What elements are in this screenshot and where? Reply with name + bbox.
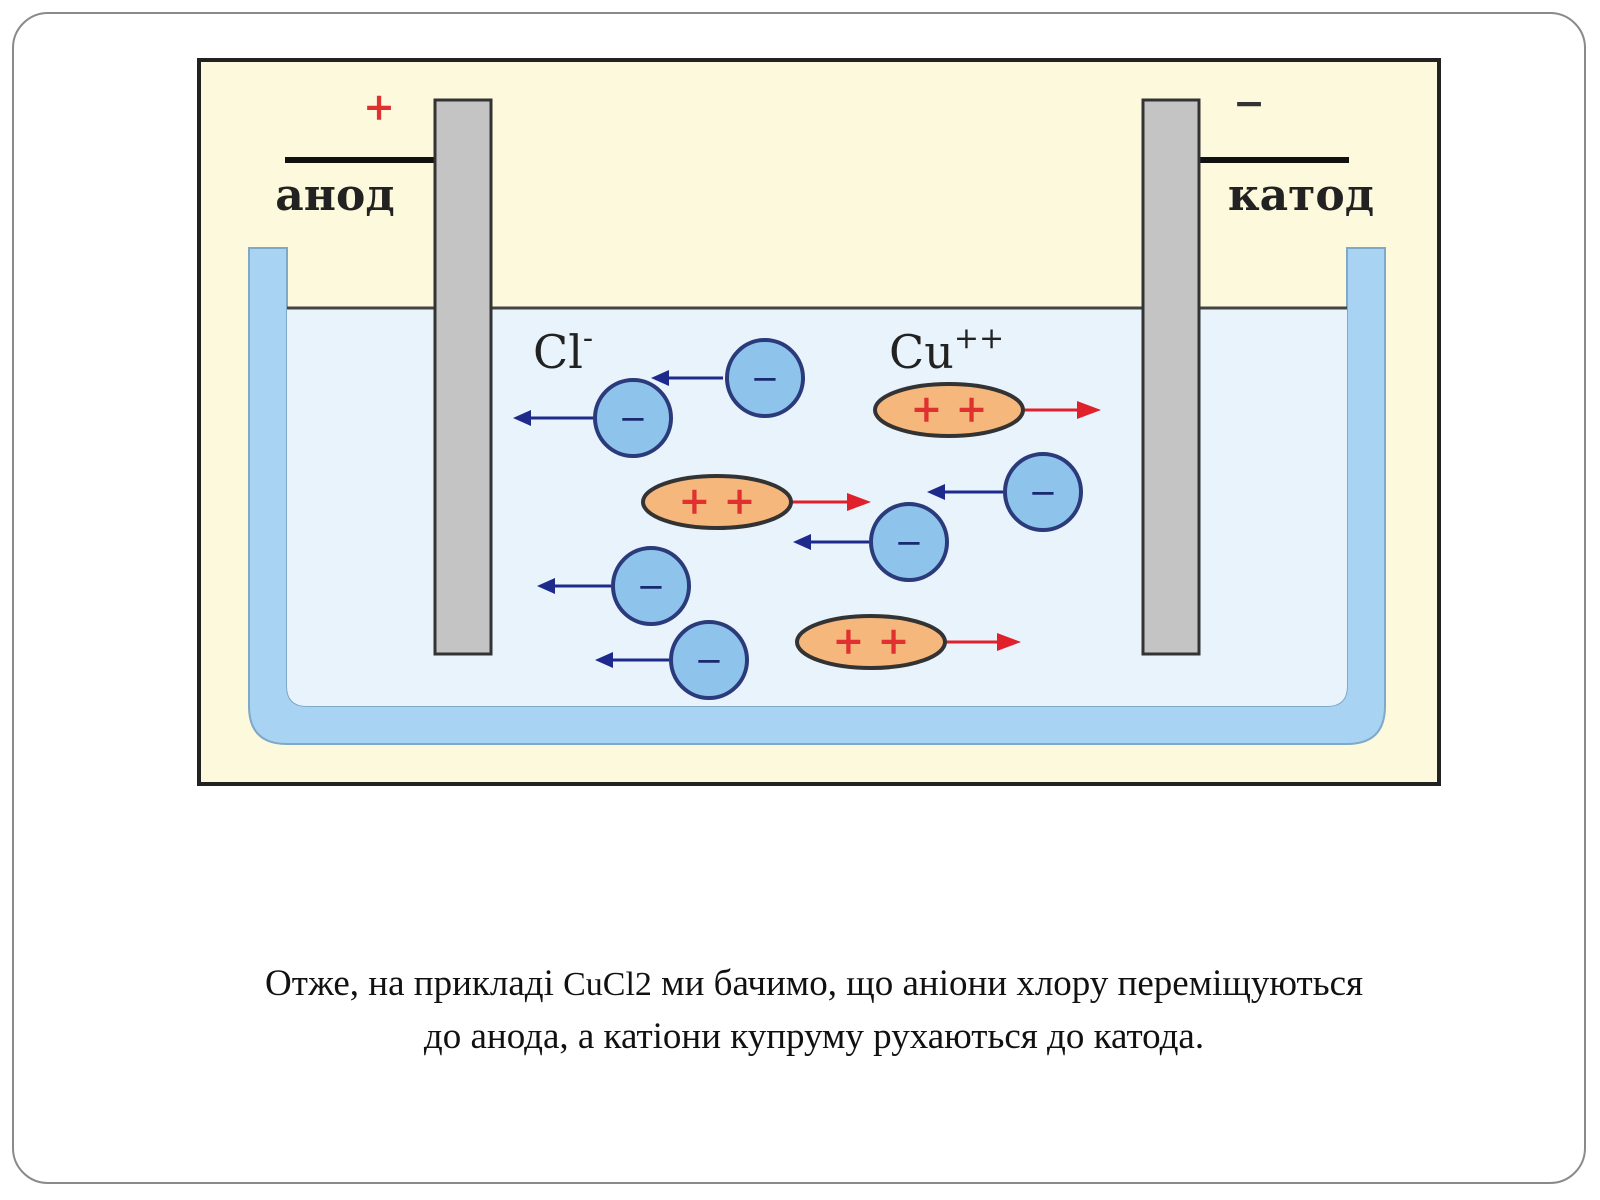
svg-text:−: − bbox=[619, 399, 648, 439]
svg-text:+ +: + + bbox=[911, 386, 988, 431]
chloride-anion: − bbox=[513, 378, 673, 458]
caption-line-1: Отже, на прикладі CuCl2 ми бачимо, що ан… bbox=[114, 958, 1514, 1011]
caption-text: Отже, на прикладі bbox=[264, 963, 564, 1004]
caption-line-2: до анода, а катіони купруму рухаються до… bbox=[423, 1016, 1205, 1057]
arrow-right-icon bbox=[847, 493, 871, 511]
chloride-anion: − bbox=[927, 452, 1083, 532]
arrow-left-icon bbox=[513, 410, 531, 426]
anion-label: Cl- bbox=[533, 321, 593, 379]
arrow-left-icon bbox=[651, 370, 669, 386]
arrow-left-icon bbox=[595, 652, 613, 668]
caption-formula: CuCl2 bbox=[563, 966, 652, 1003]
slide-caption: Отже, на прикладі CuCl2 ми бачимо, що ан… bbox=[114, 958, 1514, 1063]
arrow-left-icon bbox=[793, 534, 811, 550]
chloride-anion: − bbox=[595, 620, 749, 700]
svg-text:+ +: + + bbox=[833, 618, 910, 663]
cathode-sign: − bbox=[1233, 80, 1265, 125]
slide-frame: + анод − катод Cl- Cu++ − − bbox=[12, 12, 1586, 1184]
anode-label: анод bbox=[275, 170, 394, 221]
copper-cation: + + bbox=[641, 474, 871, 530]
anode-sign: + bbox=[363, 84, 395, 129]
svg-text:−: − bbox=[695, 641, 724, 681]
svg-text:−: − bbox=[751, 359, 780, 399]
cathode-electrode bbox=[1141, 98, 1201, 656]
chloride-anion: − bbox=[793, 502, 949, 582]
copper-cation: + + bbox=[795, 614, 1021, 670]
chloride-anion: − bbox=[537, 546, 691, 626]
arrow-right-icon bbox=[997, 633, 1021, 651]
arrow-left-icon bbox=[927, 484, 945, 500]
cation-label: Cu++ bbox=[889, 321, 1004, 379]
svg-text:−: − bbox=[1029, 473, 1058, 513]
cathode-label: катод bbox=[1228, 170, 1374, 221]
caption-text: ми бачимо, що аніони хлору переміщуються bbox=[651, 963, 1364, 1004]
arrow-right-icon bbox=[1077, 401, 1101, 419]
svg-text:−: − bbox=[637, 567, 666, 607]
arrow-left-icon bbox=[537, 578, 555, 594]
chloride-anion: − bbox=[651, 338, 805, 418]
svg-text:+ +: + + bbox=[679, 478, 756, 523]
electrolysis-diagram: + анод − катод Cl- Cu++ − − bbox=[197, 58, 1441, 786]
anode-electrode bbox=[433, 98, 493, 656]
copper-cation: + + bbox=[873, 382, 1101, 438]
svg-text:−: − bbox=[895, 523, 924, 563]
